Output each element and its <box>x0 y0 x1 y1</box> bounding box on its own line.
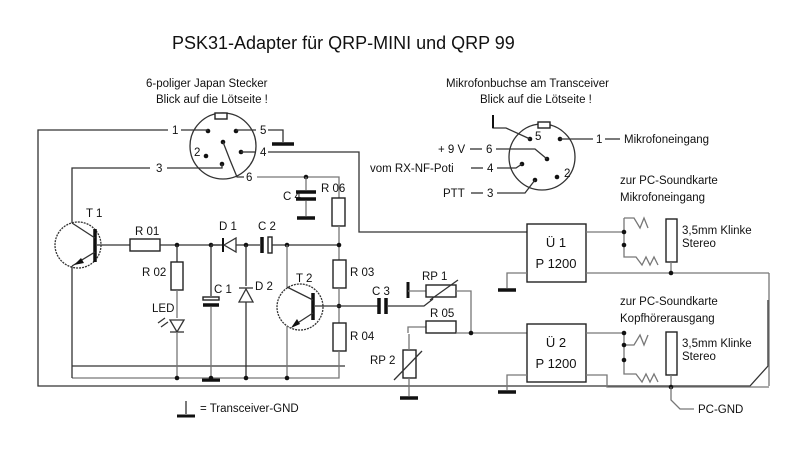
rx-nf-poti-label: vom RX-NF-Poti <box>370 163 454 175</box>
right-pin-2: 2 <box>564 168 570 180</box>
rp1-label: RP 1 <box>422 271 447 283</box>
left-pin-3: 3 <box>156 163 162 175</box>
right-connector: 5 2 <box>508 121 576 191</box>
u2-type: P 1200 <box>536 356 577 371</box>
r05-resistor <box>425 320 457 334</box>
left-connector: 2 <box>189 112 257 180</box>
mic-jack-line2: Stereo <box>682 238 716 250</box>
u1-name: Ü 1 <box>546 235 566 250</box>
d2-label: D 2 <box>255 281 273 293</box>
left-connector-heading-2: Blick auf die Lötseite ! <box>156 94 268 106</box>
c4-label: C 4 <box>283 191 302 203</box>
t2-label: T 2 <box>296 273 312 285</box>
c3-label: C 3 <box>372 286 390 298</box>
transformer-u2 <box>526 323 587 383</box>
u1-type: P 1200 <box>536 256 577 271</box>
r06-label: R 06 <box>321 183 345 195</box>
mic-jack <box>621 216 678 276</box>
right-connector-heading-2: Blick auf die Lötseite ! <box>480 94 592 106</box>
r01-label: R 01 <box>135 226 159 238</box>
r02-resistor <box>170 261 184 291</box>
left-connector-body <box>189 112 257 180</box>
left-pin-1: 1 <box>172 125 178 137</box>
led-label: LED <box>152 303 174 315</box>
hp-jack-line2: Stereo <box>682 351 716 363</box>
r03-resistor <box>332 259 347 289</box>
ground-legend: = Transceiver-GND <box>177 401 299 418</box>
rp1-potentiometer <box>425 284 457 298</box>
left-connector-heading-1: 6-poliger Japan Stecker <box>146 78 268 90</box>
u2-name: Ü 2 <box>546 335 566 350</box>
soundcard-hp-line2: Kopfhörerausgang <box>620 313 715 325</box>
t1-label: T 1 <box>86 208 102 220</box>
left-pin-4: 4 <box>260 147 267 159</box>
d2-diode <box>237 287 255 303</box>
led-diode <box>168 319 186 334</box>
mic-input-label: Mikrofoneingang <box>624 134 709 146</box>
soundcard-mic-line2: Mikrofoneingang <box>620 192 705 204</box>
soundcard-mic-line1: zur PC-Soundkarte <box>620 175 718 187</box>
r03-label: R 03 <box>350 267 374 279</box>
rp2-label: RP 2 <box>370 355 395 367</box>
r01-resistor <box>129 238 161 252</box>
r06-resistor <box>331 197 346 227</box>
right-connector-heading-1: Mikrofonbuchse am Transceiver <box>446 78 609 90</box>
r04-label: R 04 <box>350 331 375 343</box>
headphone-jack <box>621 330 694 410</box>
mic-jack-line1: 3,5mm Klinke <box>682 225 752 237</box>
r02-label: R 02 <box>142 267 166 279</box>
c2-label: C 2 <box>258 221 276 233</box>
plus9v-label: + 9 V <box>438 144 466 156</box>
diagram-title: PSK31-Adapter für QRP-MINI und QRP 99 <box>172 33 515 53</box>
left-connector-key <box>214 112 228 120</box>
d1-label: D 1 <box>219 221 237 233</box>
right-pin-5: 5 <box>535 131 541 143</box>
ptt-label: PTT <box>443 188 465 200</box>
right-pin-1: 1 <box>596 134 602 146</box>
hp-jack-line1: 3,5mm Klinke <box>682 338 752 350</box>
legend-ground-label: = Transceiver-GND <box>200 403 299 415</box>
left-pin-5: 5 <box>260 125 266 137</box>
right-pin-6: 6 <box>486 144 492 156</box>
r04-resistor <box>332 322 347 352</box>
right-pin-4: 4 <box>487 163 494 175</box>
transformer-u1 <box>526 223 587 283</box>
right-connector-key <box>537 121 551 129</box>
soundcard-hp-line1: zur PC-Soundkarte <box>620 296 718 308</box>
left-pin-2: 2 <box>194 147 200 159</box>
c1-label: C 1 <box>214 284 232 296</box>
right-pin-3: 3 <box>487 188 493 200</box>
pc-gnd-label: PC-GND <box>698 404 743 416</box>
left-pin-6: 6 <box>246 172 252 184</box>
t2-transistor <box>276 283 324 331</box>
r05-label: R 05 <box>430 308 454 320</box>
